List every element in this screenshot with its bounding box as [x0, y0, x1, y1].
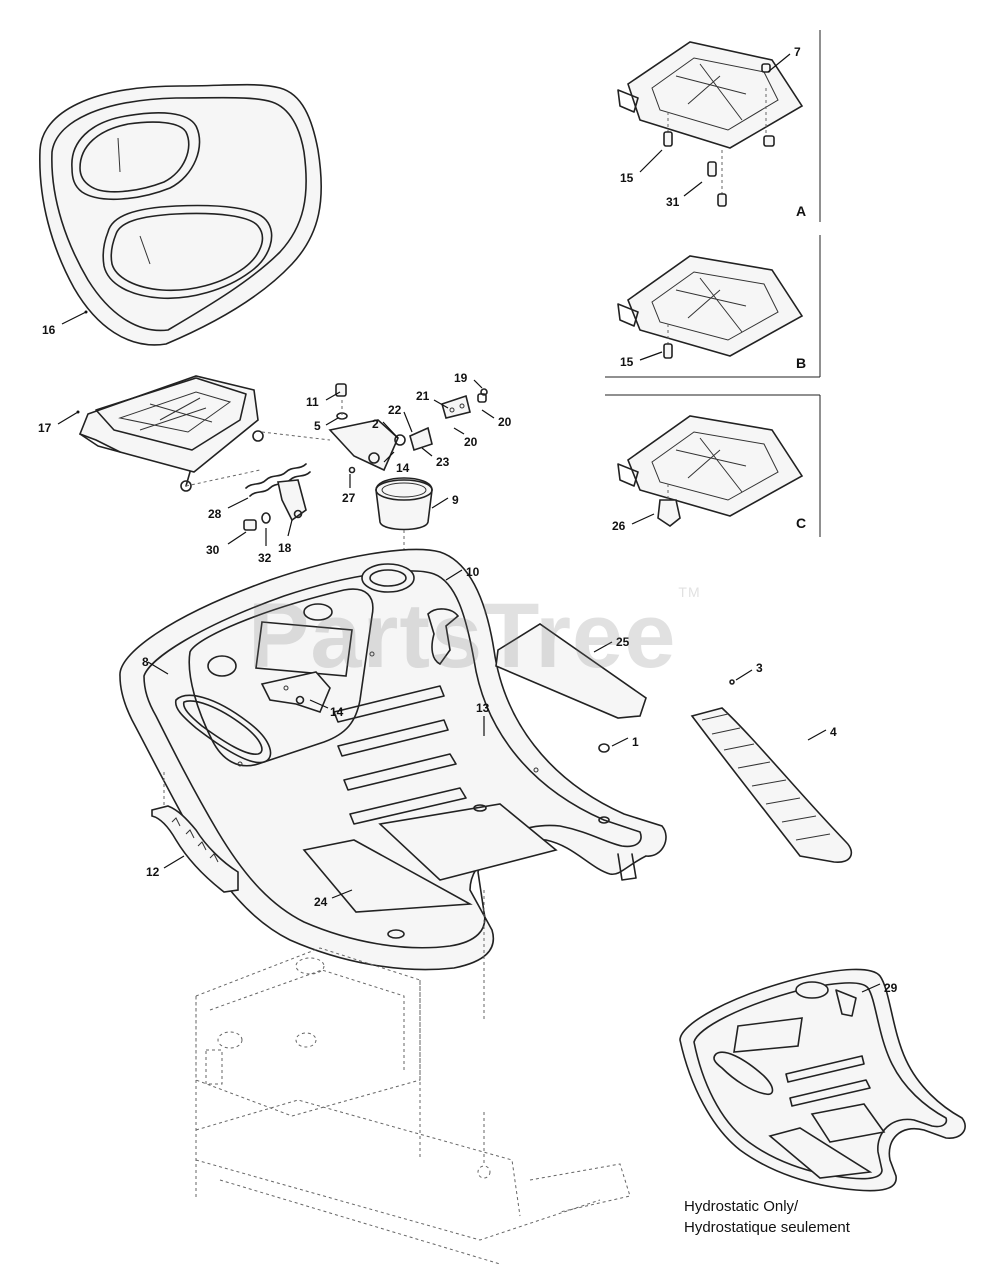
- fender-part: [119, 548, 667, 1020]
- shift-plate-part: [151, 805, 239, 893]
- callout-24: 24: [314, 895, 328, 909]
- callout-14b: 14: [330, 705, 344, 719]
- callout-12: 12: [146, 865, 160, 879]
- callout-20a: 20: [498, 415, 512, 429]
- callout-30: 30: [206, 543, 220, 557]
- callout-28: 28: [208, 507, 222, 521]
- seat-pan-part: [78, 375, 264, 492]
- callout-leaders: [57, 53, 881, 993]
- callout-16: 16: [42, 323, 56, 337]
- callout-10: 10: [466, 565, 480, 579]
- seat-adjuster-parts: [185, 383, 488, 531]
- variant-label-a: A: [796, 203, 806, 219]
- callout-32: 32: [258, 551, 272, 565]
- variant-c-seat-pan: [617, 415, 804, 527]
- callout-20b: 20: [464, 435, 478, 449]
- callout-17: 17: [38, 421, 52, 435]
- callout-29: 29: [884, 981, 898, 995]
- callout-1: 1: [632, 735, 639, 749]
- seat-bracket-part: [260, 671, 331, 713]
- callout-25: 25: [616, 635, 630, 649]
- callout-5: 5: [314, 419, 321, 433]
- hydrostatic-fender-part: [679, 968, 966, 1192]
- variant-a-seat-pan: [617, 41, 804, 207]
- variant-panel-borders: [605, 30, 821, 537]
- footrest-part: [598, 679, 853, 863]
- callout-7: 7: [794, 45, 801, 59]
- variant-labels: A B C: [796, 203, 806, 531]
- callout-9: 9: [452, 493, 459, 507]
- callout-15b: 15: [620, 355, 634, 369]
- variant-b-seat-pan: [617, 255, 804, 359]
- callout-23: 23: [436, 455, 450, 469]
- callout-18: 18: [278, 541, 292, 555]
- callout-21: 21: [416, 389, 430, 403]
- callout-31: 31: [666, 195, 680, 209]
- callout-13: 13: [476, 701, 490, 715]
- callout-22: 22: [388, 403, 402, 417]
- chassis-ghost: [195, 947, 631, 1265]
- callout-8: 8: [142, 655, 149, 669]
- callout-2: 2: [372, 417, 379, 431]
- callout-15a: 15: [620, 171, 634, 185]
- callout-11: 11: [306, 395, 319, 409]
- callout-14a: 14: [396, 461, 410, 475]
- callout-27: 27: [342, 491, 356, 505]
- variant-label-c: C: [796, 515, 806, 531]
- variant-label-b: B: [796, 355, 806, 371]
- hydrostatic-note-line-2: Hydrostatique seulement: [684, 1219, 850, 1236]
- hydrostatic-note: Hydrostatic Only/ Hydrostatique seulemen…: [684, 1196, 924, 1238]
- callout-numbers: 16 17 11 5 2 22 21 19 20 20 23 14 27 28 …: [38, 45, 898, 995]
- seat-part: [39, 83, 323, 346]
- callout-4: 4: [830, 725, 837, 739]
- callout-19: 19: [454, 371, 468, 385]
- callout-26: 26: [612, 519, 626, 533]
- rear-cover-part: [495, 623, 647, 719]
- callout-3: 3: [756, 661, 763, 675]
- hydrostatic-note-line-1: Hydrostatic Only/: [684, 1198, 799, 1215]
